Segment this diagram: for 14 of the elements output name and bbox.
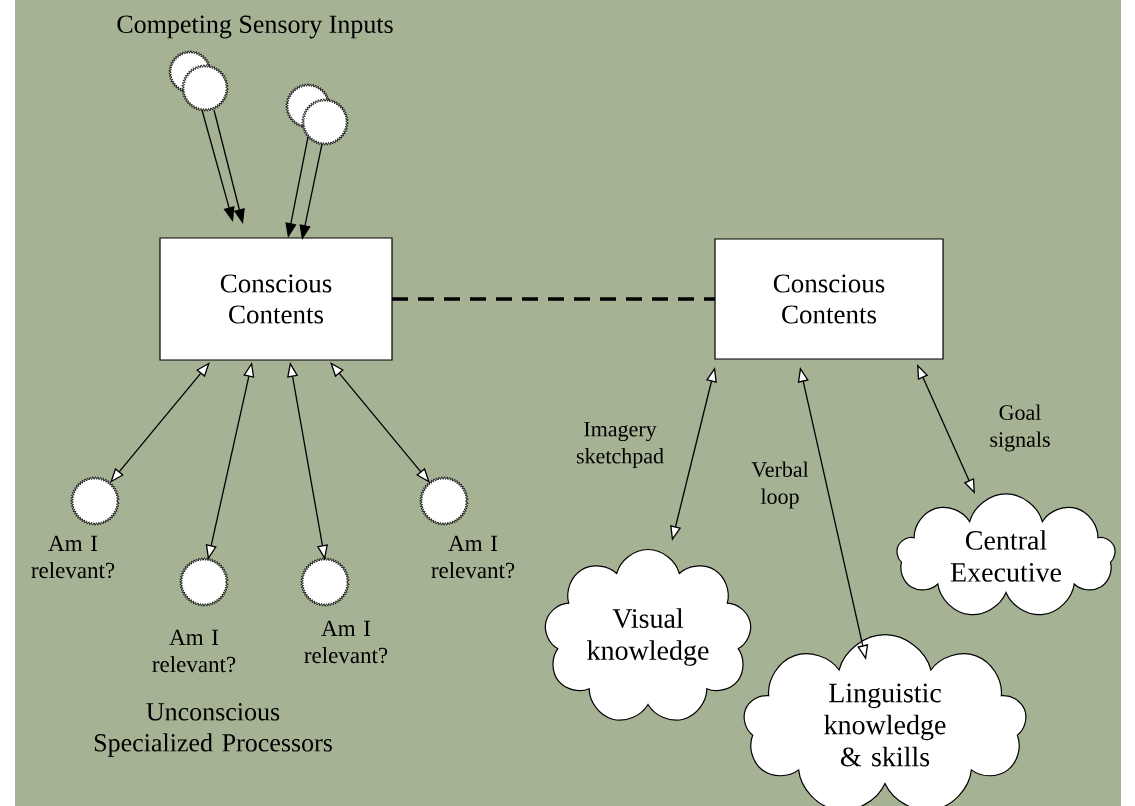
edge-label: Goal signals	[981, 403, 1059, 453]
node-caption: Am I relevant?	[152, 629, 236, 673]
edge-label: Imagery sketchpad	[564, 420, 676, 470]
dashed-line	[392, 297, 715, 301]
caption-text: Unconscious Specialized Processors	[94, 703, 332, 757]
node-caption: Am I relevant?	[304, 620, 388, 664]
arrow	[330, 362, 430, 483]
node-caption: Am I relevant?	[431, 535, 515, 579]
arrow	[110, 362, 210, 483]
content-box: Conscious Contents	[714, 238, 944, 360]
node-caption: Am I relevant?	[31, 535, 115, 579]
caption-text: Competing Sensory Inputs	[117, 15, 393, 39]
edge-label: Verbal loop	[741, 460, 819, 510]
content-box: Conscious Contents	[159, 237, 393, 361]
